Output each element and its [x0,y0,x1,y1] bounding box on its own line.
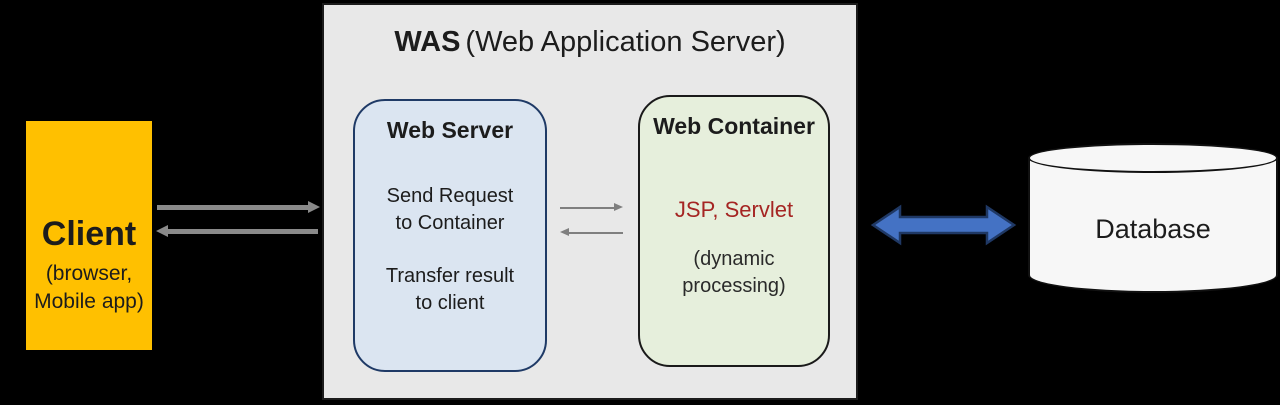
database-cylinder-body [1028,158,1278,293]
arrow-head [614,203,623,211]
web-server-text-1: Send Request to Container [355,183,545,237]
database-cylinder-top [1028,143,1278,173]
was-title: WAS(Web Application Server) [322,25,858,59]
arrow-shaft [568,231,623,234]
client-subtitle-line1: (browser, [45,262,133,285]
client-subtitle: (browser, Mobile app) [18,260,160,316]
web-container-box: Web Container JSP, Servlet (dynamic proc… [638,95,830,367]
database-label: Database [1095,214,1211,244]
web-container-title: Web Container [653,113,815,139]
web-server-text-1-line1: Send Request [386,185,514,207]
web-server-text-2-line2: to client [415,292,485,314]
web-server-box: Web Server Send Request to Container Tra… [353,99,547,372]
was-title-abbr: WAS [394,26,461,58]
client-request-arrow-icon [157,201,320,214]
container-to-server-arrow-icon [560,228,623,237]
web-server-title: Web Server [386,117,514,143]
server-to-container-arrow-icon [560,203,623,212]
was-response-arrow-icon [156,225,318,238]
arrow-shaft [166,229,318,234]
was-title-rest: (Web Application Server) [465,26,786,58]
arrow-shaft [157,205,310,210]
web-server-text-1-line2: to Container [395,212,505,234]
web-server-text-2-line1: Transfer result [385,265,515,287]
arrow-shaft [560,206,615,209]
arrow-head [308,201,320,213]
client-subtitle-line2: Mobile app) [34,290,144,313]
arrow-head [156,225,168,237]
dynamic-processing-line2: processing) [682,275,786,297]
client-title: Client [41,215,137,253]
web-server-text-2: Transfer result to client [355,263,545,317]
was-database-arrow-icon [870,204,1017,246]
dynamic-processing-note: (dynamic processing) [640,246,828,300]
jsp-servlet-label: JSP, Servlet [674,197,794,222]
client-box: Client (browser, Mobile app) [26,121,152,350]
dynamic-processing-line1: (dynamic [693,248,775,270]
arrow-head [560,228,569,236]
